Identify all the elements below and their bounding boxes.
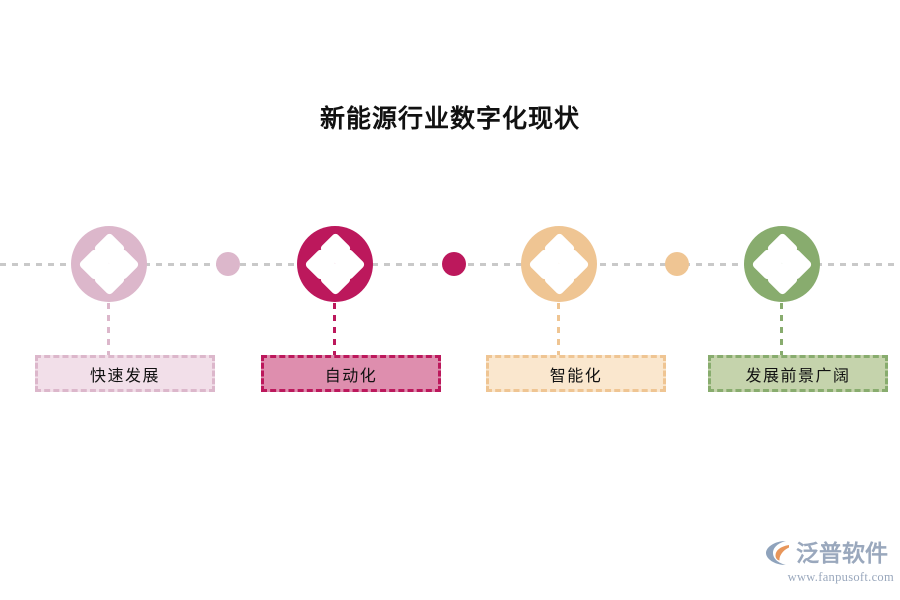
four-diamond-icon <box>297 226 373 302</box>
four-diamond-icon <box>71 226 147 302</box>
timeline-drop-line-2 <box>333 303 336 355</box>
watermark-logo: 泛普软件 www.fanpusoft.com <box>762 537 894 589</box>
page-title: 新能源行业数字化现状 <box>319 106 580 133</box>
timeline-drop-line-3 <box>557 303 560 355</box>
timeline-label-box-4[interactable]: 发展前景广阔 <box>708 355 888 392</box>
timeline-drop-line-4 <box>780 303 783 355</box>
timeline-label-text-4: 发展前景广阔 <box>745 367 851 385</box>
timeline-node-circle-4[interactable] <box>744 226 820 302</box>
watermark-brand: 泛普软件 <box>796 540 888 566</box>
four-diamond-icon <box>521 226 597 302</box>
timeline-label-box-1[interactable]: 快速发展 <box>35 355 215 392</box>
timeline-connector-dot-2 <box>442 252 466 276</box>
timeline-connector-dot-1 <box>216 252 240 276</box>
timeline-connector-dot-3 <box>665 252 689 276</box>
timeline-label-text-1: 快速发展 <box>89 367 160 385</box>
timeline-drop-line-1 <box>107 303 110 355</box>
timeline-node-circle-1[interactable] <box>71 226 147 302</box>
timeline-label-box-2[interactable]: 自动化 <box>261 355 441 392</box>
timeline-node-circle-2[interactable] <box>297 226 373 302</box>
timeline-label-box-3[interactable]: 智能化 <box>486 355 666 392</box>
timeline-label-text-2: 自动化 <box>324 367 378 385</box>
timeline-node-circle-3[interactable] <box>521 226 597 302</box>
timeline-label-text-3: 智能化 <box>549 367 603 385</box>
watermark-url: www.fanpusoft.com <box>787 570 894 584</box>
fanpu-logo-icon <box>766 541 789 565</box>
four-diamond-icon <box>744 226 820 302</box>
